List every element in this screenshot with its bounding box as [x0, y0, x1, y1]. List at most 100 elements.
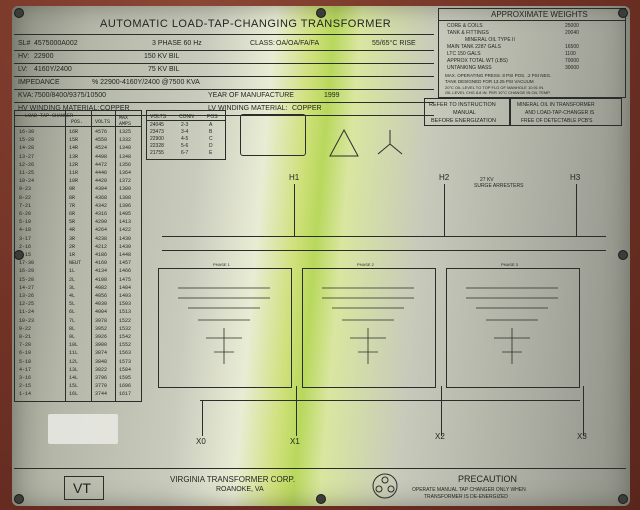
phase-1-box: PHASE 1 [158, 262, 292, 388]
ltc-col [115, 111, 116, 401]
ltc-cell: 4186 [95, 252, 108, 258]
spec-rule [14, 89, 434, 90]
ltc-cell: 11-24 [19, 309, 35, 316]
ltc-head: POS. [71, 119, 84, 125]
ltc-position-diagram [240, 114, 306, 156]
ltc-cell: 16L [69, 391, 79, 398]
ltc-cell: 2-16 [19, 243, 32, 250]
ltc-cell: 14-27 [19, 284, 35, 291]
ltc-cell: 7R [69, 202, 76, 209]
ltc-cell: 8-22 [19, 194, 32, 201]
surge-label: SURGE ARRESTERS [474, 183, 524, 189]
serial-value: 4575000A002 [34, 40, 78, 47]
spec-rule [14, 76, 434, 77]
weights-value: 16500 [565, 44, 579, 50]
x1-lead [296, 386, 297, 436]
hv-tap-cell: 6-7 [181, 150, 189, 156]
ltc-cell: 1457 [119, 260, 132, 267]
ltc-cell: 1396 [119, 202, 132, 209]
weights-label: TANK & FITTINGS [447, 30, 489, 36]
delta-wye-symbols [329, 128, 403, 157]
ltc-cell: 1584 [119, 366, 132, 373]
ltc-cell: 3744 [95, 391, 108, 398]
ltc-cell: 1475 [119, 276, 132, 283]
ltc-cell: 10L [69, 342, 79, 349]
corner-screw [618, 494, 628, 504]
ltc-cell: 1542 [119, 334, 132, 340]
ltc-cell: NEUT [69, 260, 82, 267]
ltc-cell: 1513 [119, 309, 132, 316]
instruction-line: MANUAL [453, 110, 476, 116]
hv-tap-cell: 5-6 [181, 143, 189, 149]
ltc-cell: 4472 [95, 161, 108, 168]
ltc-cell: 7-21 [19, 202, 32, 209]
ltc-cell: 12L [69, 358, 79, 365]
ltc-cell: 17-30 [19, 260, 35, 267]
ltc-cell: 4108 [95, 276, 108, 283]
hv-tap-cell: 2-3 [181, 122, 189, 128]
hv-tap-cell: 23473 [150, 129, 164, 135]
nameplate-title: AUTOMATIC LOAD-TAP-CHANGING TRANSFORMER [100, 18, 392, 30]
ltc-cell: 1595 [119, 375, 132, 381]
hv-tap-cell: C [209, 136, 213, 142]
ltc-cell: 4394 [95, 186, 108, 193]
precaution-line: TRANSFORMER IS DE-ENERGIZED [424, 494, 508, 500]
ltc-cell: 16-29 [19, 268, 35, 275]
x-bus [200, 400, 580, 401]
ltc-cell: 15L [69, 383, 79, 390]
ltc-cell: 5L [69, 301, 76, 308]
lv-winding-value: COPPER [292, 105, 322, 112]
impedance-label: IMPEDANCE [18, 79, 60, 86]
hv-tap-head: POS [207, 114, 218, 120]
precaution-title: PRECAUTION [458, 474, 518, 484]
terminal-h2: H2 [439, 173, 450, 182]
instruction-line: BEFORE ENERGIZATION [431, 118, 496, 124]
ltc-cell: 1-14 [19, 391, 32, 398]
ltc-cell: 1493 [119, 293, 132, 299]
pcb-note-box: MINERAL OIL IN TRANSFORMER AND LOAD-TAP-… [510, 98, 622, 126]
precaution-emblem [372, 473, 398, 499]
weights-value: 70000 [565, 58, 579, 64]
oil-change-note: OIL LEVEL CHG 8.8 IN. PER 10°C CHANGE IN… [445, 90, 551, 95]
phase-2-box: PHASE 2 [302, 262, 436, 388]
maker-city: ROANOKE, VA [216, 486, 264, 493]
ltc-cell: 3822 [95, 366, 108, 373]
ltc-cell: 4-17 [19, 366, 32, 373]
ltc-cell: 1573 [119, 358, 132, 365]
ltc-cell: 7L [69, 317, 76, 324]
ltc-cell: 4L [69, 293, 76, 299]
ltc-cell: 6L [69, 309, 76, 316]
phase-3-box: PHASE 3 [446, 262, 580, 388]
ltc-cell: 3952 [95, 325, 108, 332]
ltc-col [65, 111, 66, 401]
ltc-cell: 15-29 [19, 137, 35, 144]
ltc-cell: 3848 [95, 358, 108, 365]
year-value: 1999 [324, 92, 340, 99]
ltc-cell: 2R [69, 243, 76, 250]
class-value: OA/OA/FA/FA [276, 40, 320, 47]
ltc-cell: 15R [69, 137, 79, 144]
ltc-cell: 4576 [95, 129, 108, 135]
ltc-cell: 1503 [119, 301, 132, 308]
corner-screw [14, 494, 24, 504]
weights-box: APPROXIMATE WEIGHTS CORE & COILS 25000 T… [438, 8, 626, 98]
ltc-cell: 7-20 [19, 342, 32, 349]
ltc-cell: 4446 [95, 170, 108, 176]
spec-rule [14, 102, 434, 103]
x0-lead [202, 400, 203, 436]
ltc-cell: 12-26 [19, 161, 35, 168]
ltc-cell: 3R [69, 235, 76, 242]
ltc-cell: 1388 [119, 194, 132, 201]
hv-tap-cell: 3-4 [181, 129, 189, 135]
tap-winding-art [178, 287, 558, 364]
ltc-cell: 1364 [119, 170, 132, 176]
ltc-cell: 4342 [95, 202, 108, 209]
ltc-cell: 10R [69, 178, 79, 185]
ltc-cell: 5-18 [19, 358, 32, 365]
ltc-cell: 8-21 [19, 334, 32, 340]
ltc-cell: 1413 [119, 219, 132, 226]
ltc-cell: 1348 [119, 153, 132, 160]
ltc-cell: 14R [69, 145, 79, 152]
ltc-cell: 8R [69, 194, 76, 201]
ltc-head: LOAD TAP CHANGER [25, 113, 74, 119]
